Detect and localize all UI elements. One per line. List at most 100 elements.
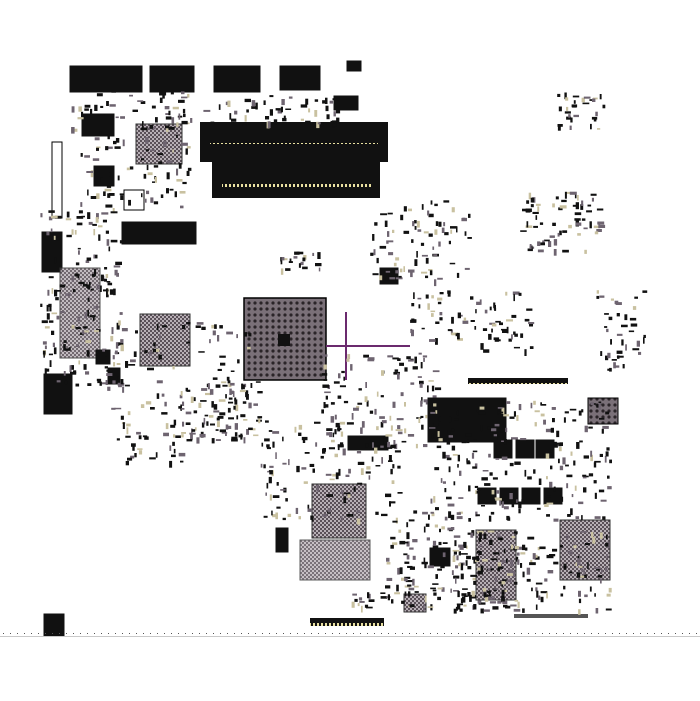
smd-part xyxy=(508,338,512,342)
smd-part xyxy=(268,470,273,472)
smd-part xyxy=(352,593,357,596)
smd-part xyxy=(103,191,106,196)
smd-part xyxy=(552,548,558,552)
smd-part xyxy=(605,451,609,457)
smd-part xyxy=(540,591,548,594)
smd-part xyxy=(105,380,108,385)
smd-part xyxy=(269,471,273,475)
smd-part xyxy=(459,546,464,550)
smd-part xyxy=(113,140,117,145)
smd-part xyxy=(386,562,391,565)
smd-part xyxy=(561,199,567,203)
smd-part xyxy=(388,240,394,243)
smd-part xyxy=(601,569,603,573)
smd-part xyxy=(577,558,581,566)
smd-part xyxy=(475,490,477,495)
smd-part xyxy=(398,275,402,278)
smd-part xyxy=(502,596,505,602)
smd-part xyxy=(582,476,587,479)
smd-part xyxy=(405,580,413,583)
smd-part xyxy=(48,353,53,356)
smd-part xyxy=(477,600,481,604)
smd-part xyxy=(602,425,609,429)
smd-part xyxy=(470,532,474,538)
smd-part xyxy=(97,381,101,384)
smd-part xyxy=(499,500,502,506)
smd-part xyxy=(351,601,355,608)
smd-part xyxy=(529,324,533,327)
smd-part xyxy=(48,276,54,279)
smd-part xyxy=(285,498,288,502)
smd-part xyxy=(133,351,137,357)
smd-part xyxy=(212,330,216,336)
smd-part xyxy=(364,604,369,608)
smd-part xyxy=(621,324,628,328)
smd-part xyxy=(48,320,54,323)
smd-part xyxy=(209,415,214,418)
smd-part xyxy=(513,346,520,349)
smd-part xyxy=(545,495,551,498)
smd-part xyxy=(610,298,614,301)
smd-part xyxy=(258,418,261,424)
smd-part xyxy=(361,421,365,428)
smd-part xyxy=(397,492,403,494)
smd-part xyxy=(144,436,149,440)
smd-part xyxy=(566,106,569,111)
smd-part xyxy=(473,439,477,441)
smd-part xyxy=(593,462,597,468)
smd-part xyxy=(489,306,492,311)
smd-part xyxy=(112,208,115,214)
smd-part xyxy=(392,464,395,469)
smd-part xyxy=(145,198,147,203)
smd-part xyxy=(129,166,134,170)
smd-part xyxy=(356,451,362,454)
smd-part xyxy=(557,93,561,97)
smd-part xyxy=(461,593,467,596)
smd-part xyxy=(407,584,412,587)
smd-part xyxy=(516,552,520,556)
smd-part xyxy=(335,472,339,480)
smd-part xyxy=(553,518,559,522)
smd-part xyxy=(482,588,487,592)
smd-part xyxy=(435,575,438,579)
connector-3 xyxy=(213,65,261,93)
smd-part xyxy=(285,268,291,271)
smd-part xyxy=(605,355,609,361)
smd-part xyxy=(432,395,437,398)
smd-part xyxy=(605,411,610,415)
smd-part xyxy=(331,439,335,443)
smd-part xyxy=(149,351,152,356)
smd-part xyxy=(433,496,436,503)
smd-part xyxy=(501,581,506,585)
smd-part xyxy=(101,212,109,215)
smd-part xyxy=(74,230,77,235)
smd-part xyxy=(102,348,107,352)
smd-part xyxy=(414,220,417,224)
smd-part xyxy=(182,181,187,185)
smd-part xyxy=(332,432,335,438)
smd-part xyxy=(457,312,461,319)
smd-part xyxy=(125,435,131,438)
smd-part xyxy=(269,465,274,468)
smd-part xyxy=(78,360,81,365)
smd-part xyxy=(468,213,471,218)
smd-part xyxy=(493,337,500,341)
smd-part xyxy=(325,395,328,400)
smd-part xyxy=(576,572,581,578)
board-canvas[interactable] xyxy=(0,0,700,636)
smd-part xyxy=(572,105,577,108)
smd-part xyxy=(150,197,154,203)
smd-part xyxy=(323,379,328,381)
smd-part xyxy=(46,313,50,320)
smd-part xyxy=(46,368,50,372)
smd-part xyxy=(472,556,479,560)
smd-part xyxy=(108,172,111,177)
smd-part xyxy=(506,401,511,404)
smd-part xyxy=(87,189,89,196)
smd-part xyxy=(316,121,320,129)
smd-part xyxy=(164,401,167,407)
smd-part xyxy=(497,533,501,540)
smd-part xyxy=(495,498,502,501)
smd-part xyxy=(596,295,600,299)
smd-part xyxy=(444,488,447,493)
